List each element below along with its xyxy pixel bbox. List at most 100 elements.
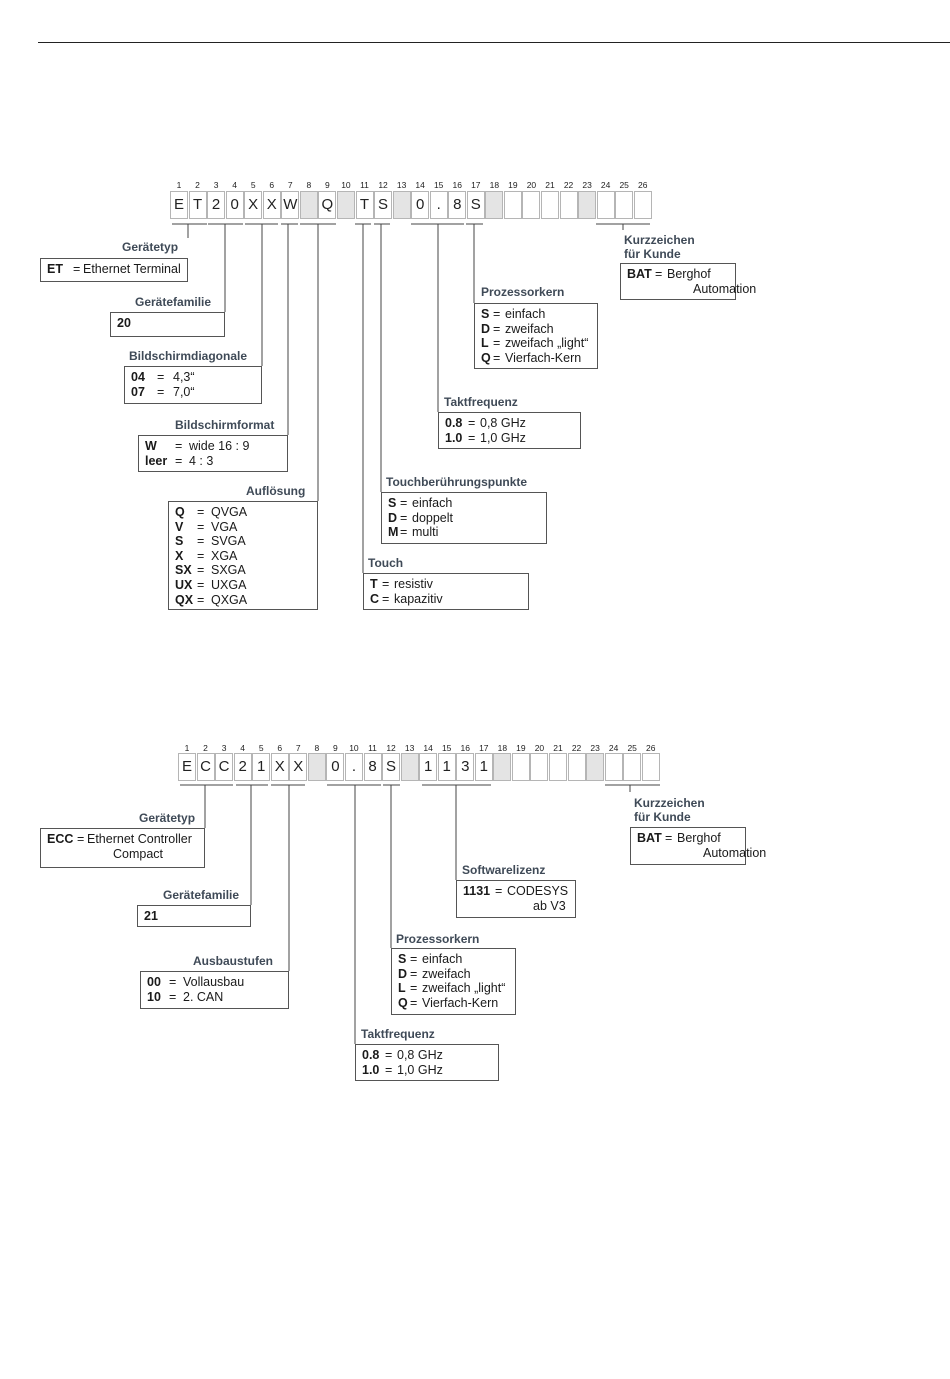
legend-row: Automation: [637, 846, 766, 861]
legend-value: QXGA: [211, 592, 248, 607]
legend-value: 2. CAN: [183, 989, 224, 1004]
code-cell: [604, 753, 623, 781]
legend-row: SX=SXGA: [175, 563, 311, 578]
code-cell: 8: [363, 753, 382, 781]
legend-row: T = resistiv: [370, 577, 522, 592]
position-index: 10: [349, 743, 359, 753]
legend-key: 00: [147, 975, 161, 989]
legend-value: 0,8 GHz: [480, 416, 526, 430]
position-index: 8: [306, 180, 312, 190]
connector-line: [466, 223, 483, 303]
et-geraetefamilie-heading: Gerätefamilie: [135, 295, 212, 309]
code-cell: [633, 191, 652, 219]
code-cell: S: [382, 753, 401, 781]
code-cell: 2: [233, 753, 252, 781]
et-takt-heading: Taktfrequenz: [444, 395, 518, 409]
position-index: 17: [471, 180, 481, 190]
legend-row: D=zweifach: [398, 967, 509, 982]
legend-value: kapazitiv: [394, 591, 443, 606]
legend-key: S: [398, 952, 407, 966]
legend-value: Automation: [693, 281, 757, 296]
connector-line: [300, 223, 336, 501]
legend-row: BAT=Berghof: [627, 267, 729, 282]
legend-row: BAT=Berghof: [637, 831, 739, 846]
legend-key: leer: [145, 453, 168, 468]
legend-equals: =: [468, 416, 476, 430]
code-cell: [586, 753, 605, 781]
legend-row: 0.8=0,8 GHz: [445, 416, 574, 431]
code-cell: .: [344, 753, 363, 781]
legend-key: V: [175, 519, 184, 534]
position-index: 23: [582, 180, 592, 190]
connector-line: [355, 223, 371, 573]
legend-value: einfach: [505, 307, 546, 321]
legend-equals: =: [493, 307, 501, 321]
position-index: 6: [269, 180, 275, 190]
legend-row: Compact: [47, 847, 198, 862]
position-index: 11: [368, 743, 377, 753]
legend-key: BAT: [627, 267, 652, 281]
legend-equals: =: [73, 262, 81, 276]
code-cell: 3: [456, 753, 475, 781]
code-cell: [530, 753, 549, 781]
code-cell: [596, 191, 615, 219]
legend-key: 1.0: [445, 430, 463, 445]
position-index: 3: [221, 743, 227, 753]
legend-key: 10: [147, 989, 161, 1004]
ecc-geraetetyp-heading: Gerätetyp: [139, 811, 196, 825]
position-index: 19: [516, 743, 526, 753]
legend-value: zweifach: [505, 321, 554, 336]
position-index: 12: [378, 180, 388, 190]
legend-row: X=XGA: [175, 549, 311, 564]
legend-value: resistiv: [394, 577, 433, 591]
position-index: 26: [638, 180, 648, 190]
legend-value: VGA: [211, 519, 238, 534]
legend-equals: =: [493, 350, 501, 365]
connector-line: [596, 223, 650, 230]
code-cell: T: [188, 191, 207, 219]
position-index: 20: [526, 180, 537, 190]
et-kunde-heading-line2: für Kunde: [624, 247, 681, 261]
legend-row: Automation: [627, 282, 756, 297]
position-index: 24: [600, 180, 611, 190]
legend-equals: =: [197, 592, 205, 607]
connector-line: [383, 784, 400, 948]
legend-value: ab V3: [533, 898, 566, 913]
legend-key: T: [370, 577, 378, 591]
et-diagonale-box: 04=4,3“07=7,0“: [124, 366, 262, 404]
et-kunde-heading: Kurzzeichen für Kunde: [624, 233, 695, 261]
legend-equals: =: [382, 577, 390, 591]
legend-equals: =: [197, 505, 205, 519]
legend-equals: =: [400, 510, 408, 525]
code-cell: 0: [411, 191, 430, 219]
legend-row: ab V3: [463, 899, 569, 914]
position-index: 1: [176, 180, 182, 190]
legend-key: S: [175, 534, 184, 549]
legend-key: Q: [175, 505, 185, 519]
position-index: 14: [423, 743, 433, 753]
legend-value: wide 16 : 9: [189, 439, 250, 453]
code-cell: W: [281, 191, 300, 219]
position-index: 7: [287, 180, 293, 190]
legend-key: 0.8: [362, 1048, 380, 1062]
legend-equals: =: [468, 430, 476, 445]
position-index: 8: [314, 743, 320, 753]
legend-value: SVGA: [211, 534, 246, 549]
legend-value: Berghof: [667, 267, 711, 281]
code-cell: S: [466, 191, 485, 219]
legend-equals: =: [77, 832, 85, 846]
position-index: 25: [619, 180, 629, 190]
legend-row: 1131=CODESYS: [463, 884, 569, 899]
et-geraetetyp-box: ET=Ethernet Terminal: [40, 258, 188, 282]
code-cell: 0: [225, 191, 244, 219]
legend-equals: =: [385, 1048, 393, 1062]
legend-equals: =: [385, 1062, 393, 1077]
connector-line: [236, 784, 268, 905]
code-cell: [559, 191, 578, 219]
legend-equals: =: [197, 563, 205, 578]
ecc-lizenz-heading: Softwarelizenz: [462, 863, 546, 877]
et-touchpunkte-heading: Touchberührungspunkte: [386, 475, 528, 489]
legend-value: Berghof: [677, 831, 721, 845]
